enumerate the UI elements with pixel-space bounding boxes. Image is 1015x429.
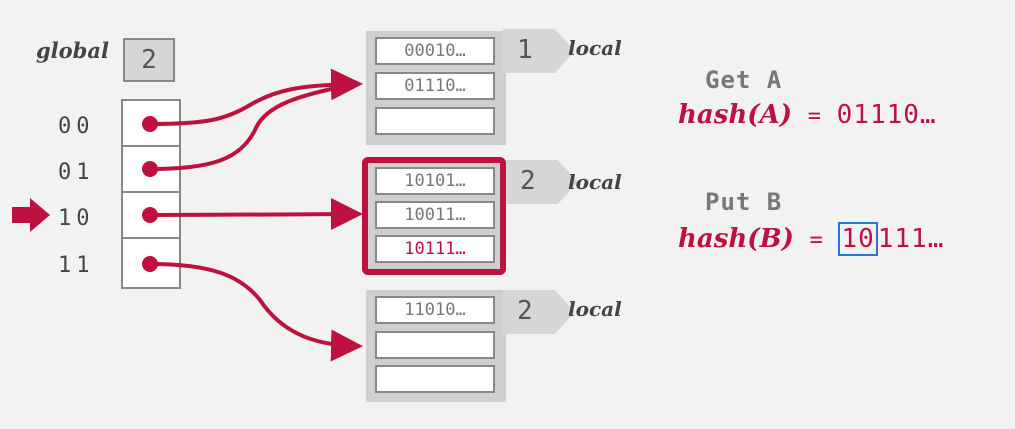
bucket-2-slot-1: 10101… [375, 167, 495, 195]
directory-label-00: 00 [58, 114, 95, 139]
get-hash-equals: = [807, 104, 821, 129]
directory-slot-10 [123, 193, 179, 239]
directory-slot-01 [123, 147, 179, 193]
global-depth-value: 2 [123, 38, 175, 82]
bucket-2-slot-3: 10111… [375, 235, 495, 263]
bucket-3-slot-1: 11010… [375, 296, 495, 324]
current-slot-arrow-icon [12, 198, 50, 232]
bucket-2-slot-2: 10011… [375, 201, 495, 229]
pointer-dot-00 [142, 116, 158, 132]
bucket-2-highlight [362, 157, 506, 275]
put-hash-rest: 111… [877, 224, 945, 254]
bucket-3-slot-2 [375, 331, 495, 359]
directory-label-10: 10 [58, 206, 95, 231]
bucket-1-slot-1: 00010… [375, 37, 495, 65]
get-command: Get A [705, 66, 783, 94]
pointer-00 [148, 68, 363, 126]
bucket-1: 00010… 01110… [366, 31, 506, 145]
directory-label-11: 11 [58, 253, 95, 278]
bucket-2: 10101… 10011… 10111… [366, 161, 506, 271]
directory-slot-00 [123, 101, 179, 147]
bucket-1-slot-3 [375, 107, 495, 135]
pointer-01 [148, 83, 352, 171]
global-depth-label: global [36, 38, 109, 63]
bucket-3-local-label: local [568, 297, 622, 321]
pointer-10 [148, 198, 363, 231]
pointer-dot-10 [142, 207, 158, 223]
get-hash-fn: hash(A) [678, 100, 793, 130]
bucket-3-slot-3 [375, 365, 495, 393]
get-hash: hash(A) = 01110… [678, 100, 937, 130]
pointer-dot-01 [142, 161, 158, 177]
put-hash-equals: = [809, 228, 823, 253]
put-command: Put B [705, 188, 783, 216]
get-hash-value: 01110… [836, 100, 937, 130]
bucket-2-local-depth: 2 [520, 166, 536, 196]
directory-label-01: 01 [58, 160, 95, 185]
pointer-11 [148, 262, 363, 362]
put-hash-prefix: 10 [838, 222, 878, 256]
bucket-1-local-depth: 1 [517, 35, 533, 65]
bucket-1-slot-2: 01110… [375, 72, 495, 100]
bucket-3: 11010… [366, 290, 506, 402]
bucket-1-local-label: local [568, 36, 622, 60]
bucket-2-local-label: local [568, 170, 622, 194]
bucket-3-local-depth: 2 [517, 296, 533, 326]
put-hash-fn: hash(B) [678, 224, 794, 254]
pointer-dot-11 [142, 256, 158, 272]
